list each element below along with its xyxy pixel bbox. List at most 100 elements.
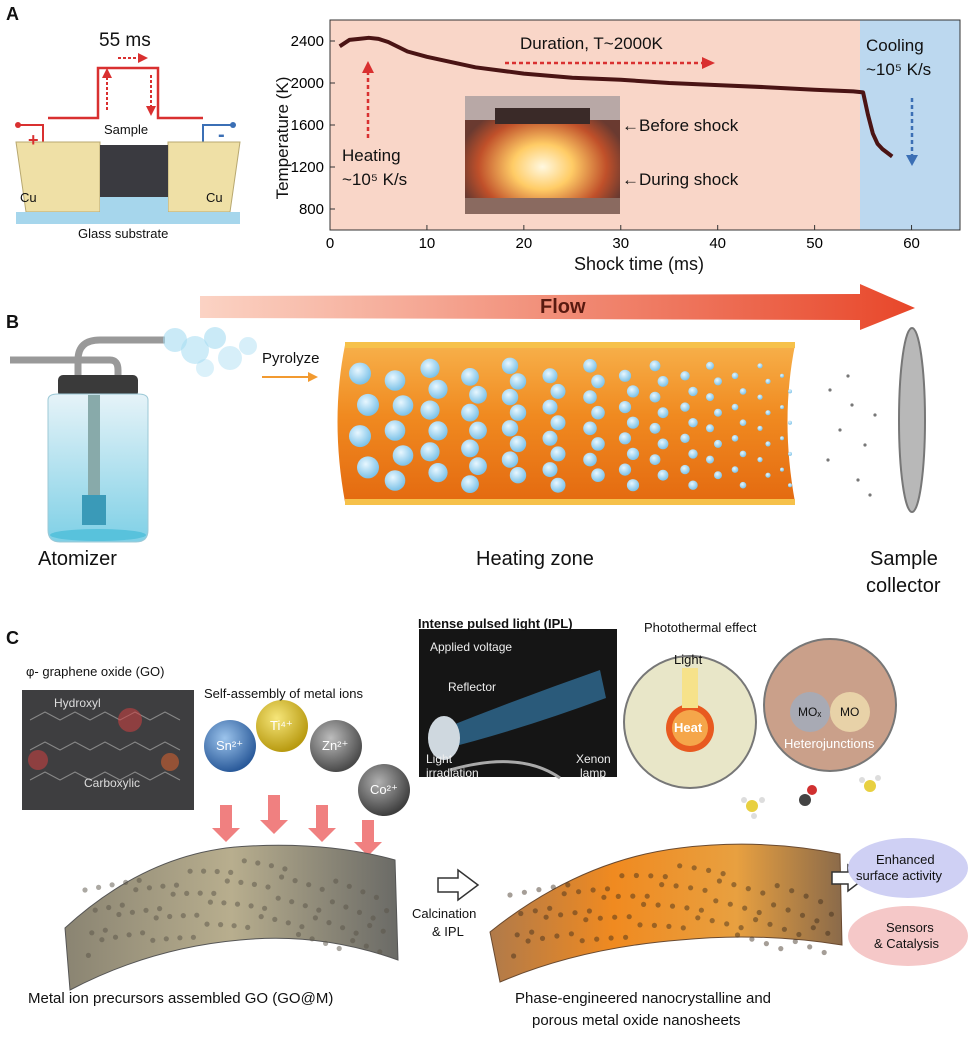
sheet-grain [289,899,295,905]
aerosol-droplet [680,433,690,443]
y-tick-label: 2000 [291,75,324,92]
x-tick-label: 50 [806,235,823,252]
aerosol-droplet [765,472,771,478]
sheet-grain [702,887,708,893]
ion-zn-label: Zn²⁺ [322,738,349,753]
sheet-grain [698,907,705,913]
aerosol-droplet [392,445,414,466]
ion-sphere-zn [310,720,362,772]
y-tick-label: 800 [299,201,324,218]
aerosol-droplet [420,400,440,420]
aerosol-droplet [780,436,784,441]
aerosol-droplet [757,363,763,369]
gas-molecules [741,775,881,819]
aerosol-droplet [626,385,640,398]
sheet-grain [510,953,517,959]
sheet-grain [716,878,723,884]
cu-left-label: Cu [20,190,37,205]
sensors-label-line2: & Catalysis [874,936,940,951]
light-irradiation-label-line2: irradiation [426,766,479,780]
aerosol-droplet [714,439,722,448]
aerosol-droplet [542,368,558,384]
sheet-grain [778,946,784,952]
aerosol-droplet [657,438,669,450]
sheet-grain [197,890,203,896]
aerosol-droplet [739,419,747,426]
aerosol-droplet [618,401,632,414]
sheet-grain [579,938,585,944]
glass-substrate [16,212,240,224]
sheet-grain [807,944,813,950]
aerosol-droplet [392,395,414,416]
aerosol-droplet [780,405,784,410]
sheet-grain [218,922,224,928]
sheet-grain [713,898,719,904]
sheet-grain [268,863,274,869]
aerosol-droplet [542,462,558,478]
sheet-grain [126,932,132,938]
sheet-grain [727,901,733,907]
ion-sphere-ti [256,700,308,752]
panel-c-letter: C [6,628,19,648]
sheet-grain [615,893,621,899]
calcination-label-line1: Calcination [412,906,477,921]
cu-right-label: Cu [206,190,223,205]
sheet-grain [796,931,802,938]
sheet-grain [285,920,291,926]
sheet-grain [211,890,217,896]
heterojunctions-label: Heterojunctions [784,736,875,751]
graphene-oxide-label: φ- graphene oxide (GO) [26,664,165,679]
aerosol-droplet [731,372,739,380]
light-irradiation-label-line1: Light [426,752,453,766]
x-tick-label: 10 [419,235,436,252]
light-label: Light [674,652,703,667]
sample-block [100,145,168,197]
aerosol-droplet [649,391,661,403]
metal-oxide-nanosheet [489,843,843,983]
sheet-grain [521,889,528,895]
sheet-grain [691,865,697,871]
result-caption-line1: Phase-engineered nanocrystalline and [515,990,772,1007]
sheet-grain [550,884,556,890]
aerosol-droplet [780,373,784,378]
aerosol-droplet [714,471,722,480]
sheet-grain [312,915,318,921]
sheet-grain [279,874,285,880]
ion-sphere-co [358,764,410,816]
aerosol-droplet [649,360,661,372]
sample-label: Sample [104,122,149,137]
sheet-grain [309,936,315,942]
sheet-grain [803,893,809,899]
hydroxyl-label: Hydroxyl [54,696,101,710]
sheet-grain [89,930,95,936]
aerosol-droplet [542,399,558,415]
sheet-grain [597,915,603,921]
mo-label: MO [840,705,860,719]
sheet-grain [554,933,560,939]
sheet-grain [356,909,363,915]
ion-sn-label: Sn²⁺ [216,738,244,753]
aerosol-droplet [591,374,605,389]
aerosol-droplet [583,359,597,373]
heating-circuit-schematic [15,53,241,224]
sheet-grain [143,907,149,913]
sheet-grain [586,908,593,914]
y-tick-label: 2400 [291,33,324,50]
sheet-grain [323,940,329,946]
aerosol-droplet [688,449,698,459]
aerosol-droplet [550,446,566,462]
mox-label: MOₓ [798,705,822,719]
sheet-grain [177,935,183,941]
sheet-grain [380,928,386,934]
sample-collector-label-line2: collector [866,575,941,597]
sheet-grain [734,932,741,938]
sheet-grain [525,938,531,944]
sheet-grain [601,894,607,900]
sheet-grain [194,912,200,918]
sheet-grain [373,894,379,900]
sheet-grain [785,907,791,913]
aerosol-droplet [420,442,440,462]
panel-b-letter: B [6,312,19,332]
sheet-grain [343,904,349,910]
aerosol-droplet [757,457,763,463]
